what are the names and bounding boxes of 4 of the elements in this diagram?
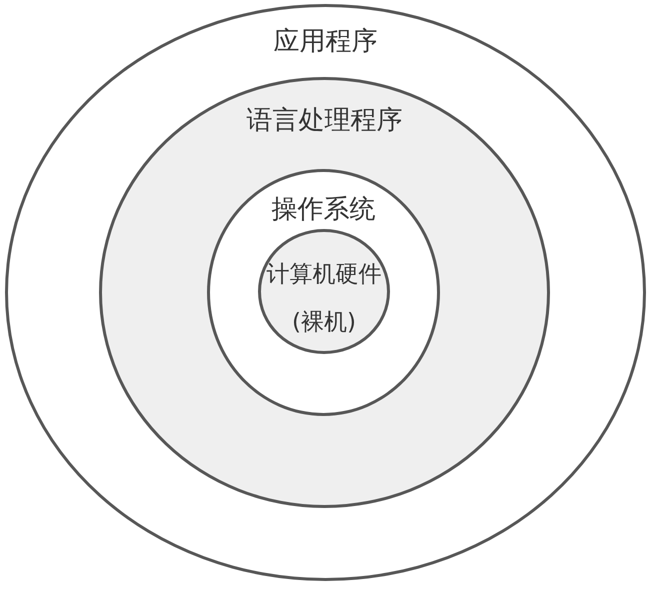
layer-label: 应用程序: [274, 26, 378, 58]
layer-label: 计算机硬件(裸机): [266, 260, 382, 338]
layer-label: 操作系统: [272, 194, 376, 226]
layer-label: 语言处理程序: [246, 105, 402, 137]
